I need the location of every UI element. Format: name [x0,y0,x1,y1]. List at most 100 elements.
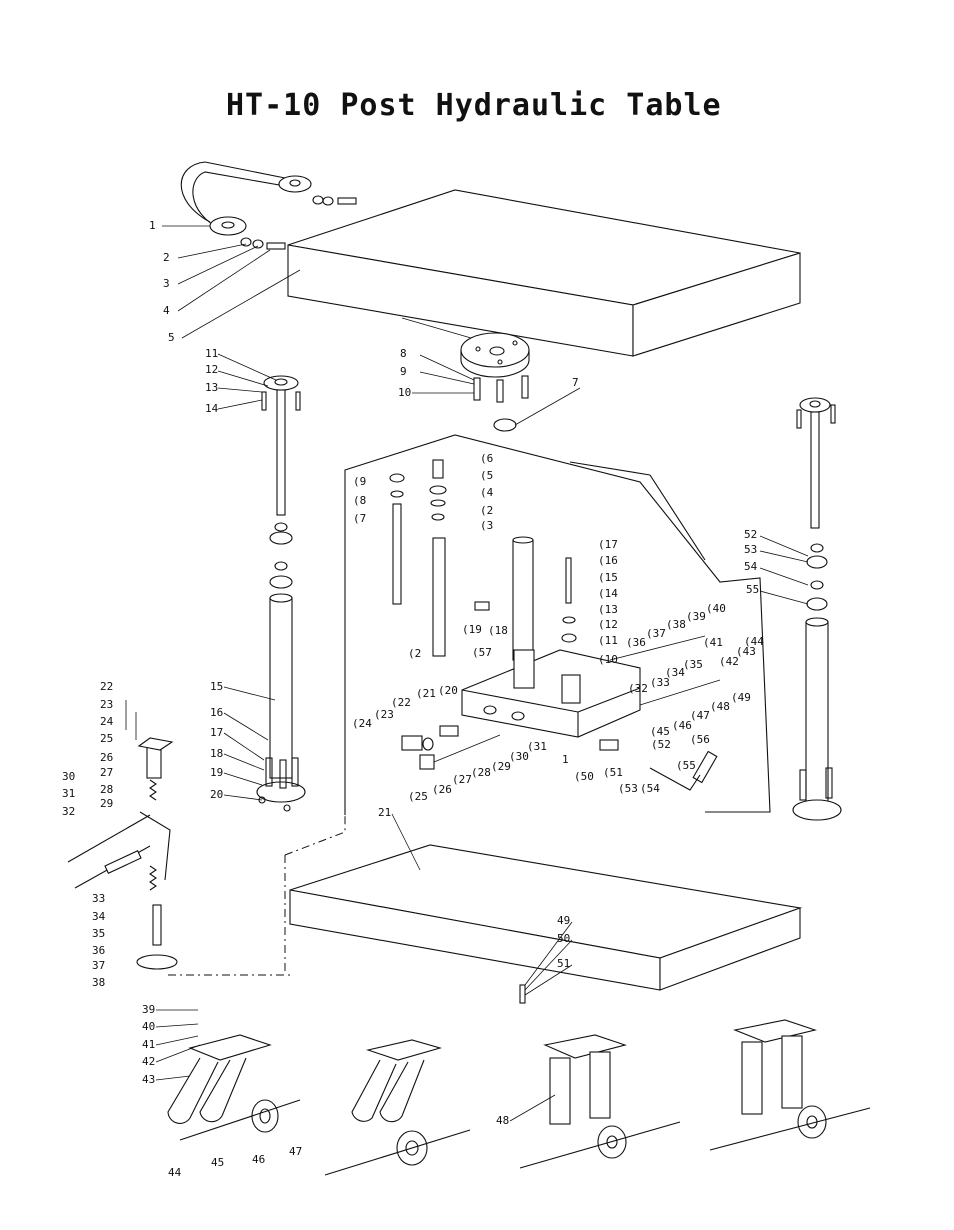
callout: 2 [163,251,170,264]
callout: (32 [628,682,648,695]
callout: 1 [562,753,569,766]
callout: (53 [618,782,638,795]
callout: (24 [352,717,372,730]
callout: 3 [163,277,170,290]
callout: 37 [92,959,105,972]
left-post-assembly [256,375,306,812]
callout: (35 [683,658,703,671]
callout: 35 [92,927,105,940]
pump-cylinders [389,459,577,661]
callout: (41 [703,636,723,649]
callout: (54 [640,782,660,795]
callout: (55 [676,759,696,772]
callout: 12 [205,363,218,376]
callout: (27 [452,773,472,786]
callout: (25 [408,790,428,803]
callout: (20 [438,684,458,697]
callout: 42 [142,1055,155,1068]
callout: 18 [210,747,223,760]
callout: (15 [598,571,618,584]
callout: (52 [651,738,671,751]
casters [167,1019,871,1176]
callout: (7 [353,512,366,525]
callout: (42 [719,655,739,668]
leader-lines [155,225,809,1122]
callout: 14 [205,402,219,415]
callout: 30 [62,770,75,783]
callout: 9 [400,365,407,378]
pump-enclosure [344,434,771,815]
callout: (50 [574,770,594,783]
right-post-assembly [792,397,842,821]
callout: 40 [142,1020,155,1033]
callout: (56 [690,733,710,746]
callout: 17 [210,726,223,739]
callout: 20 [210,788,223,801]
callout: 32 [62,805,75,818]
callout: (26 [432,783,452,796]
callout: (21 [416,687,436,700]
callout: 1 [149,219,156,232]
callout: 22 [100,680,113,693]
callout: 21 [378,806,391,819]
callout: 50 [557,932,570,945]
callout: (22 [391,696,411,709]
callout: (13 [598,603,618,616]
callout: 8 [400,347,407,360]
callout: 52 [744,528,757,541]
callout: 13 [205,381,218,394]
callout: 41 [142,1038,155,1051]
callout: 33 [92,892,105,905]
callout: (2 [480,504,493,517]
callout: (37 [646,627,666,640]
callout: (23 [374,708,394,721]
callout: (14 [598,587,618,600]
callout: (16 [598,554,618,567]
callout: 31 [62,787,75,800]
caster-2 [324,1039,471,1176]
callout-labels: 1 2 3 4 5 8 9 10 7 11 12 13 14 (9 (8 (7 … [62,219,764,1179]
callout: 26 [100,751,113,764]
callout: 19 [210,766,223,779]
callout: (12 [598,618,618,631]
callout: (33 [650,676,670,689]
caster-1 [167,1034,301,1141]
callout: 5 [168,331,175,344]
callout: (28 [471,766,491,779]
callout: 24 [100,715,114,728]
callout: (3 [480,519,493,532]
callout: (39 [686,610,706,623]
callout: 48 [496,1114,509,1127]
callout: (17 [598,538,618,551]
callout: (4 [480,486,494,499]
callout: 16 [210,706,223,719]
callout: 46 [252,1153,265,1166]
callout: (36 [626,636,646,649]
callout: 55 [746,583,759,596]
callout: 45 [211,1156,224,1169]
callout: (49 [731,691,751,704]
callout: (30 [509,750,529,763]
callout: (47 [690,709,710,722]
callout: 54 [744,560,758,573]
callout: (11 [598,634,618,647]
caster-4 [709,1019,871,1151]
callout: (46 [672,719,692,732]
callout: (29 [491,760,511,773]
pump-mount-flange [401,317,530,432]
callout: (9 [353,475,366,488]
callout: (51 [603,766,623,779]
callout: (45 [650,725,670,738]
callout: 11 [205,347,218,360]
callout: 47 [289,1145,302,1158]
callout: (34 [665,666,685,679]
callout: (10 [598,653,618,666]
callout: 39 [142,1003,155,1016]
callout: (44 [744,635,764,648]
callout: (31 [527,740,547,753]
callout: 23 [100,698,113,711]
callout: 28 [100,783,113,796]
callout: 10 [398,386,411,399]
callout: 53 [744,543,757,556]
